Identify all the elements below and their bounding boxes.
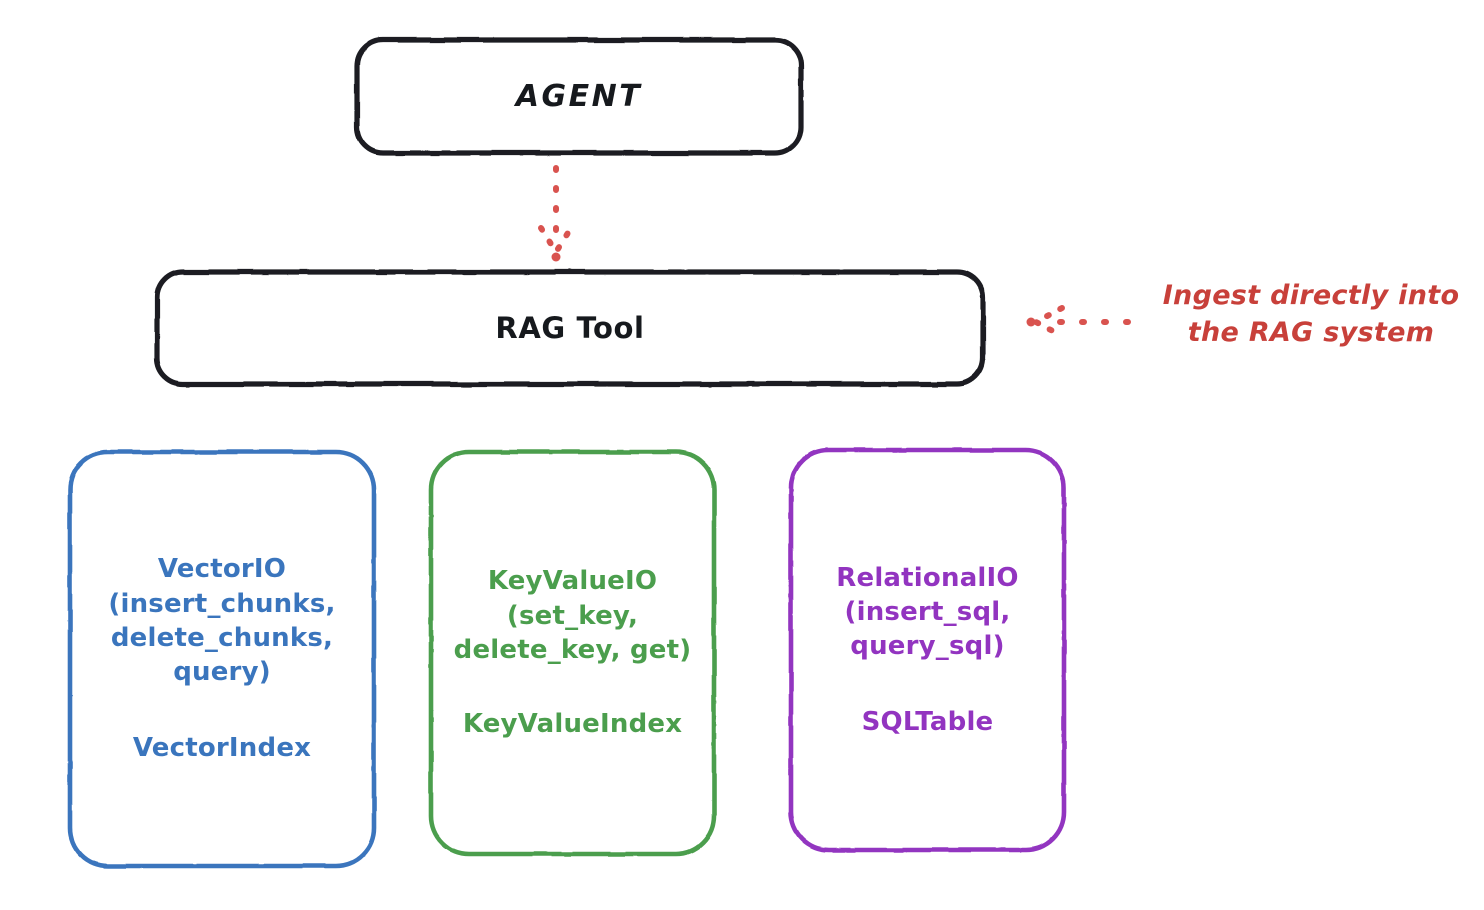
rag-tool-node-label: RAG Tool xyxy=(495,310,645,345)
relational-io-node-label: RelationalIO (insert_sql, query_sql) SQL… xyxy=(791,450,1064,850)
vector-io-node-label: VectorIO (insert_chunks, delete_chunks, … xyxy=(70,452,374,866)
vector-io-index: VectorIndex xyxy=(132,733,312,764)
key-value-io-node-label: KeyValueIO (set_key, delete_key, get) Ke… xyxy=(431,452,714,854)
key-value-io-index: KeyValueIndex xyxy=(462,709,683,740)
relational-io-index: SQLTable xyxy=(861,707,994,738)
key-value-io-signature: KeyValueIO (set_key, delete_key, get) xyxy=(453,566,692,665)
agent-node-label: AGENT xyxy=(515,78,643,114)
relational-io-signature: RelationalIO (insert_sql, query_sql) xyxy=(836,562,1019,662)
vector-io-signature: VectorIO (insert_chunks, delete_chunks, … xyxy=(108,554,336,688)
connector-agent-to-rag-tool xyxy=(538,165,574,262)
ingest-annotation-text: Ingest directly into the RAG system xyxy=(1162,280,1460,349)
connector-ingest-to-rag-tool xyxy=(1026,305,1131,339)
